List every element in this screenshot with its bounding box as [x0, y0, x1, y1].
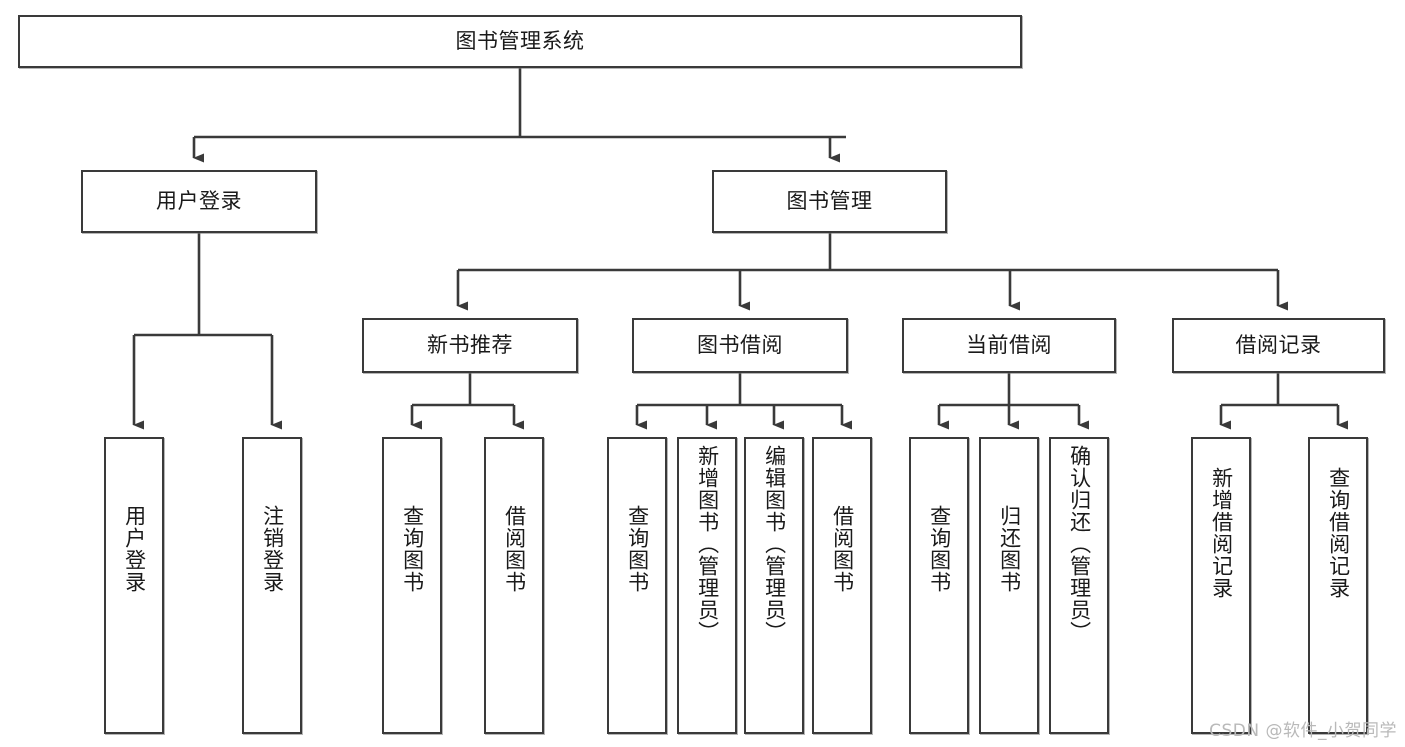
leaf-query-book-1[interactable]: 查询图书	[382, 437, 442, 734]
node-user-login-label: 用户登录	[156, 189, 242, 214]
leaf-edit-book[interactable]: 编辑图书（管理员）	[744, 437, 804, 734]
node-root[interactable]: 图书管理系统	[18, 15, 1022, 68]
node-user-login[interactable]: 用户登录	[81, 170, 317, 233]
leaf-confirm-return[interactable]: 确认归还（管理员）	[1049, 437, 1109, 734]
leaf-borrow-book-1-label: 借阅图书	[502, 505, 527, 593]
leaf-add-book-label: 新增图书（管理员）	[695, 445, 720, 643]
leaf-query-book-3[interactable]: 查询图书	[909, 437, 969, 734]
node-current-borrow[interactable]: 当前借阅	[902, 318, 1116, 373]
leaf-borrow-book-2[interactable]: 借阅图书	[812, 437, 872, 734]
node-book-management[interactable]: 图书管理	[712, 170, 947, 233]
watermark: CSDN @软件_小贺同学	[1209, 721, 1397, 741]
node-book-management-label: 图书管理	[786, 189, 873, 214]
leaf-return-book-label: 归还图书	[997, 505, 1022, 593]
leaf-query-borrow-record-label: 查询借阅记录	[1326, 467, 1351, 599]
node-new-book-recommend[interactable]: 新书推荐	[362, 318, 578, 373]
leaf-borrow-book-1[interactable]: 借阅图书	[484, 437, 544, 734]
node-root-label: 图书管理系统	[455, 29, 585, 54]
leaf-logout-login-label: 注销登录	[260, 505, 285, 593]
leaf-query-book-2-label: 查询图书	[625, 505, 650, 593]
leaf-query-book-1-label: 查询图书	[400, 505, 425, 593]
leaf-user-login-label: 用户登录	[122, 505, 147, 593]
leaf-edit-book-label: 编辑图书（管理员）	[762, 445, 787, 643]
leaf-add-book[interactable]: 新增图书（管理员）	[677, 437, 737, 734]
leaf-user-login[interactable]: 用户登录	[104, 437, 164, 734]
leaf-add-borrow-record-label: 新增借阅记录	[1209, 467, 1234, 599]
node-borrow-record-label: 借阅记录	[1235, 333, 1322, 358]
node-current-borrow-label: 当前借阅	[966, 333, 1052, 358]
leaf-return-book[interactable]: 归还图书	[979, 437, 1039, 734]
leaf-confirm-return-label: 确认归还（管理员）	[1067, 445, 1092, 643]
leaf-query-book-3-label: 查询图书	[927, 505, 952, 593]
leaf-add-borrow-record[interactable]: 新增借阅记录	[1191, 437, 1251, 734]
node-book-borrow[interactable]: 图书借阅	[632, 318, 848, 373]
node-book-borrow-label: 图书借阅	[697, 333, 783, 358]
leaf-borrow-book-2-label: 借阅图书	[830, 505, 855, 593]
leaf-logout-login[interactable]: 注销登录	[242, 437, 302, 734]
leaf-query-book-2[interactable]: 查询图书	[607, 437, 667, 734]
node-borrow-record[interactable]: 借阅记录	[1172, 318, 1385, 373]
leaf-query-borrow-record[interactable]: 查询借阅记录	[1308, 437, 1368, 734]
node-new-book-recommend-label: 新书推荐	[427, 333, 513, 358]
